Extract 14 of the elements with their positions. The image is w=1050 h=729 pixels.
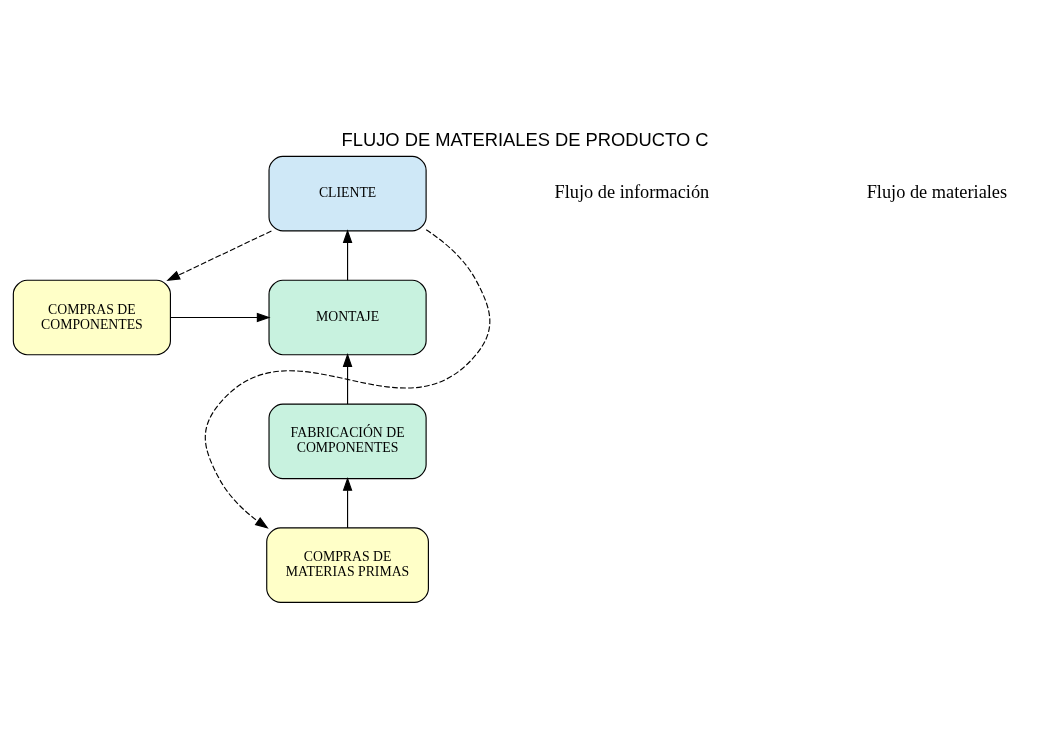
arrow	[166, 230, 272, 281]
arrow	[204, 229, 491, 529]
legend-label: Flujo de materiales	[866, 182, 1008, 203]
node-box: COMPRAS DE COMPONENTES	[12, 279, 171, 356]
legend-label: Flujo de información	[554, 182, 710, 203]
diagram-title: FLUJO DE MATERIALES DE PRODUCTO C	[341, 128, 709, 150]
arrow	[342, 476, 353, 529]
node-box: COMPRAS DE MATERIAS PRIMAS	[266, 527, 429, 603]
node-box: MONTAJE	[268, 279, 427, 356]
node-box: FABRICACIÓN DE COMPONENTES	[268, 403, 427, 480]
arrow	[342, 353, 353, 405]
arrow	[170, 312, 271, 323]
node-box: CLIENTE	[268, 155, 427, 232]
arrow	[342, 229, 353, 281]
